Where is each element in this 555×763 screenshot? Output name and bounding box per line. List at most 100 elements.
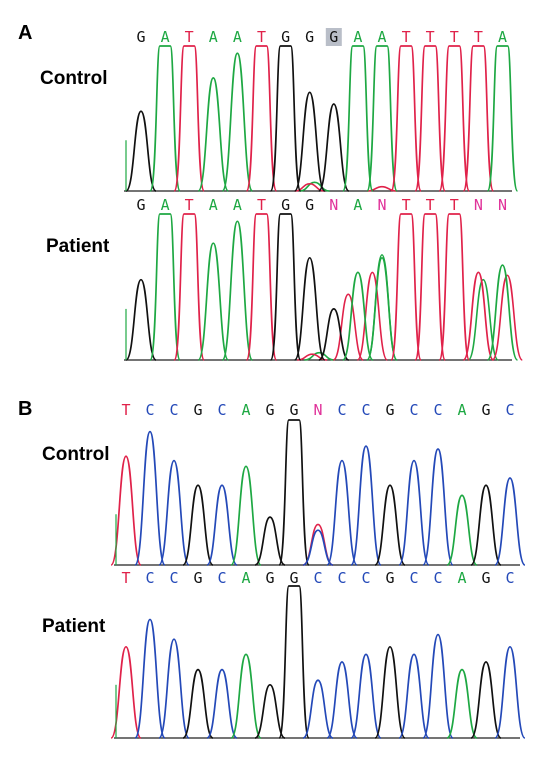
base-call-7: G: [305, 28, 314, 46]
base-call-2: C: [169, 401, 178, 419]
base-call-13: C: [433, 401, 442, 419]
peak-2: [158, 459, 190, 566]
peak-13: [438, 45, 471, 192]
base-call-14: A: [457, 569, 466, 587]
peak-0: [110, 645, 142, 739]
peak-9: [342, 271, 374, 361]
peak-8: [318, 308, 350, 361]
base-call-8: C: [313, 569, 322, 587]
base-call-2: T: [185, 196, 194, 214]
peak-12: [414, 45, 446, 192]
base-call-0: G: [136, 28, 145, 46]
peak-15: [486, 45, 519, 192]
base-call-0: T: [121, 401, 130, 419]
base-call-6: G: [265, 569, 274, 587]
peak-6: [254, 683, 286, 739]
base-call-1: A: [161, 196, 170, 214]
base-call-2: C: [169, 569, 178, 587]
base-call-3: A: [209, 196, 218, 214]
peak-14: [462, 271, 495, 361]
peak-15: [486, 264, 519, 361]
base-call-6: G: [265, 401, 274, 419]
base-call-10: A: [377, 28, 386, 46]
base-call-10: C: [361, 569, 370, 587]
peak-14: [446, 668, 478, 739]
base-call-4: C: [217, 401, 226, 419]
base-call-9: A: [353, 28, 362, 46]
base-call-2: T: [185, 28, 194, 46]
base-call-4: A: [233, 196, 242, 214]
base-call-15: G: [481, 401, 490, 419]
peak-8: [302, 679, 334, 739]
peak-16: [494, 645, 526, 739]
panel-a-patient-label: Patient: [46, 236, 110, 257]
panel-b-control-label: Control: [42, 444, 110, 465]
base-call-7: G: [289, 401, 298, 419]
base-call-9: C: [337, 401, 346, 419]
base-call-8: N: [313, 401, 322, 419]
peak-10: [350, 653, 382, 739]
base-call-8: G: [329, 28, 338, 46]
peak-13: [422, 633, 454, 739]
peak-9: [326, 459, 358, 566]
secondary-peak-0: [299, 181, 330, 192]
base-call-3: G: [193, 569, 202, 587]
peak-0: [110, 455, 142, 566]
peak-3: [197, 77, 230, 192]
peak-10: [350, 445, 382, 566]
peak-7: [293, 91, 326, 192]
panel-b-letter: B: [18, 398, 33, 420]
peak-1: [149, 213, 181, 361]
base-call-16: C: [505, 401, 514, 419]
peak-16: [494, 477, 526, 566]
peak-9: [342, 45, 374, 192]
peak-14: [462, 45, 495, 192]
base-call-11: G: [385, 401, 394, 419]
peak-4: [206, 668, 238, 739]
base-call-0: G: [136, 196, 145, 214]
peak-3: [197, 242, 230, 361]
peak-7: [278, 585, 310, 739]
peak-2: [173, 45, 205, 192]
base-call-15: G: [481, 569, 490, 587]
highlighted-base-box: [325, 28, 342, 46]
base-call-13: C: [433, 569, 442, 587]
base-call-12: C: [409, 401, 418, 419]
peak-12: [398, 459, 430, 566]
peak-9: [326, 661, 358, 739]
secondary-peak-2: [332, 293, 364, 361]
base-call-10: N: [377, 196, 386, 214]
base-call-8: N: [329, 196, 338, 214]
base-call-14: N: [474, 196, 483, 214]
peak-1: [149, 45, 181, 192]
base-call-14: A: [457, 401, 466, 419]
base-call-6: G: [281, 196, 290, 214]
peak-13: [438, 213, 471, 361]
peak-0: [125, 110, 157, 192]
base-call-15: N: [498, 196, 507, 214]
base-call-9: A: [353, 196, 362, 214]
base-call-13: T: [450, 28, 459, 46]
base-call-4: A: [233, 28, 242, 46]
base-call-0: T: [121, 569, 130, 587]
peak-12: [414, 213, 446, 361]
peak-7: [293, 256, 326, 361]
peak-4: [221, 220, 254, 361]
base-call-4: C: [217, 569, 226, 587]
base-call-1: C: [145, 569, 154, 587]
peak-12: [398, 653, 430, 739]
peak-2: [158, 638, 190, 739]
peak-15: [470, 484, 502, 566]
base-call-5: T: [257, 196, 266, 214]
peak-10: [366, 256, 398, 361]
base-call-16: C: [505, 569, 514, 587]
panel-b-patient-label: Patient: [42, 616, 106, 637]
base-call-12: C: [409, 569, 418, 587]
base-call-9: C: [337, 569, 346, 587]
peak-6: [254, 516, 286, 566]
